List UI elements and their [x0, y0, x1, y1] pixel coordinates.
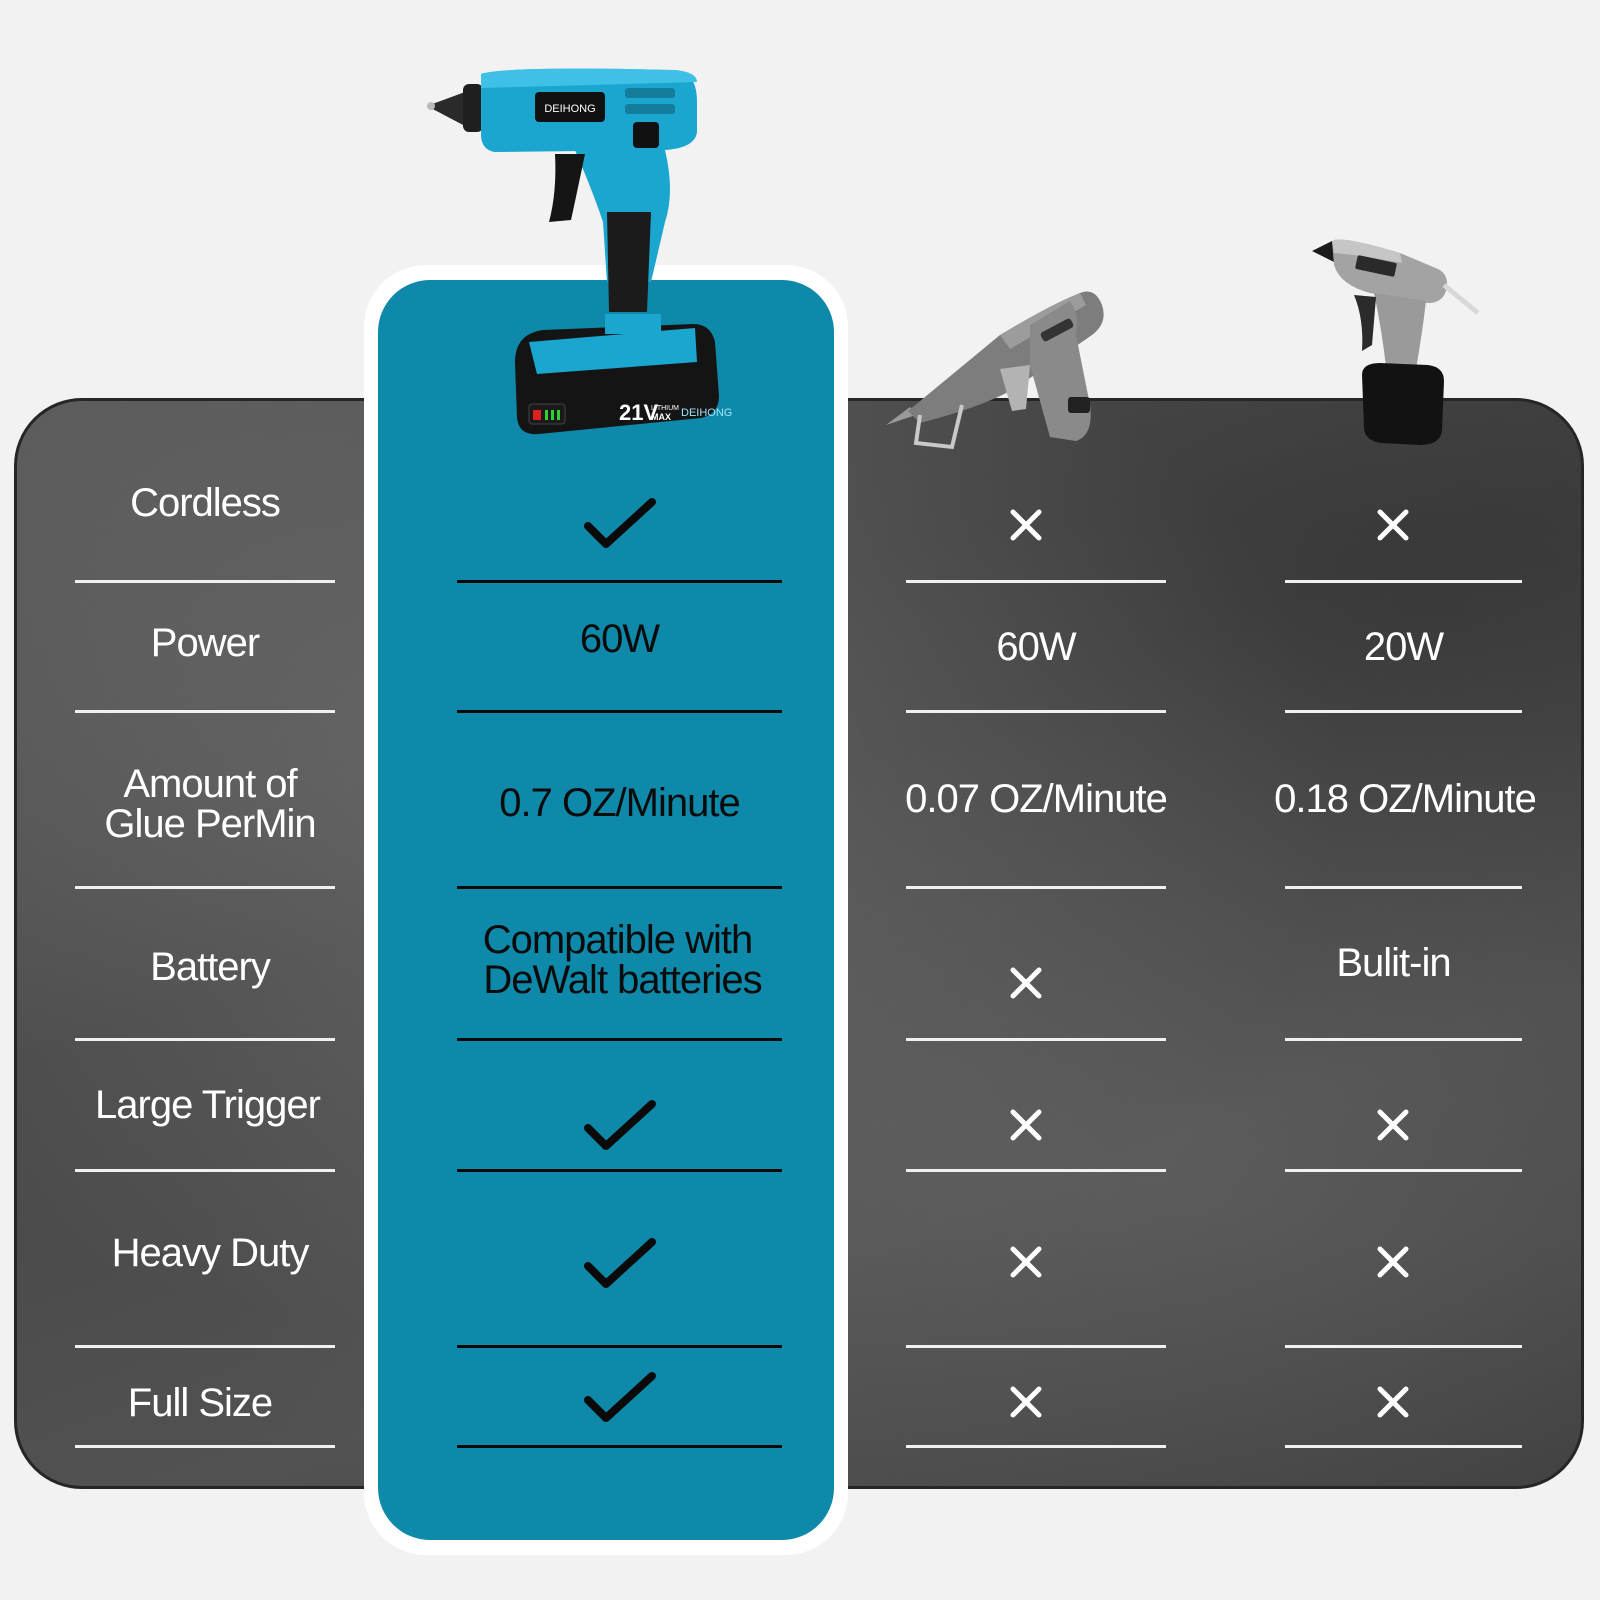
comp2-power-value: 20W: [1363, 625, 1444, 669]
row-divider: [75, 1038, 335, 1041]
check-icon: [584, 1372, 656, 1422]
comp2-battery-value: Bulit-in: [1336, 941, 1451, 985]
x-icon: [1010, 1246, 1042, 1278]
row-divider: [906, 886, 1166, 889]
competitor-corded-glue-gun-image: [886, 291, 1104, 450]
check-icon: [584, 498, 656, 548]
x-icon: [1377, 509, 1409, 541]
row-divider: [75, 886, 335, 889]
row-label-cordless: Cordless: [130, 481, 281, 525]
row-divider: [457, 1345, 782, 1348]
row-divider: [457, 1038, 782, 1041]
row-divider: [1285, 580, 1522, 583]
row-divider: [1285, 1345, 1522, 1348]
x-icon: [1010, 1386, 1042, 1418]
row-divider: [906, 1345, 1166, 1348]
row-divider: [75, 710, 335, 713]
comp2-glue-value: 0.18 OZ/Minute: [1274, 777, 1537, 821]
row-divider: [457, 710, 782, 713]
battery-voltage-label: 21V: [619, 400, 658, 425]
row-divider: [457, 1445, 782, 1448]
row-divider: [457, 580, 782, 583]
row-divider: [75, 1345, 335, 1348]
row-label-glue-line1: Amount of: [123, 762, 297, 806]
row-divider: [1285, 710, 1522, 713]
brand-mark-top: DEIHONG: [544, 103, 595, 115]
row-divider: [1285, 1169, 1522, 1172]
row-label-glue-line2: Glue PerMin: [104, 802, 316, 846]
x-icon: [1377, 1386, 1409, 1418]
x-icon: [1010, 1109, 1042, 1141]
ours-battery-line1: Compatible with: [482, 918, 754, 962]
row-divider: [906, 710, 1166, 713]
row-divider: [906, 1445, 1166, 1448]
row-divider: [75, 580, 335, 583]
ours-glue-value: 0.7 OZ/Minute: [499, 781, 740, 825]
brand-mark-battery: DEIHONG: [681, 407, 732, 419]
row-divider: [457, 1169, 782, 1172]
row-divider: [906, 1169, 1166, 1172]
cordless-glue-gun-image: DEIHONG 21V LITHIUM MAX DEIHONG: [427, 68, 732, 435]
row-divider: [1285, 886, 1522, 889]
row-label-battery: Battery: [150, 945, 271, 989]
row-label-large-trigger: Large Trigger: [95, 1083, 321, 1127]
check-icon: [584, 1238, 656, 1288]
row-divider: [75, 1169, 335, 1172]
check-icon: [584, 1100, 656, 1150]
battery-type-label: LITHIUM: [651, 405, 679, 412]
row-divider: [1285, 1445, 1522, 1448]
row-label-power: Power: [150, 621, 260, 665]
row-divider: [906, 580, 1166, 583]
x-icon: [1010, 509, 1042, 541]
comp1-power-value: 60W: [996, 625, 1076, 669]
comp1-glue-value: 0.07 OZ/Minute: [905, 777, 1168, 821]
row-label-full-size: Full Size: [127, 1381, 273, 1425]
row-divider: [906, 1038, 1166, 1041]
row-divider: [457, 886, 782, 889]
row-divider: [1285, 1038, 1522, 1041]
x-icon: [1377, 1246, 1409, 1278]
x-icon: [1010, 967, 1042, 999]
ours-power-value: 60W: [579, 617, 660, 661]
row-label-heavy-duty: Heavy Duty: [111, 1231, 310, 1275]
ours-battery-line2: DeWalt batteries: [483, 958, 762, 1002]
competitor-mini-cordless-glue-gun-image: [1312, 239, 1480, 445]
battery-max-label: MAX: [651, 412, 671, 422]
highlight-column: [378, 280, 834, 1540]
row-divider: [75, 1445, 335, 1448]
x-icon: [1377, 1109, 1409, 1141]
